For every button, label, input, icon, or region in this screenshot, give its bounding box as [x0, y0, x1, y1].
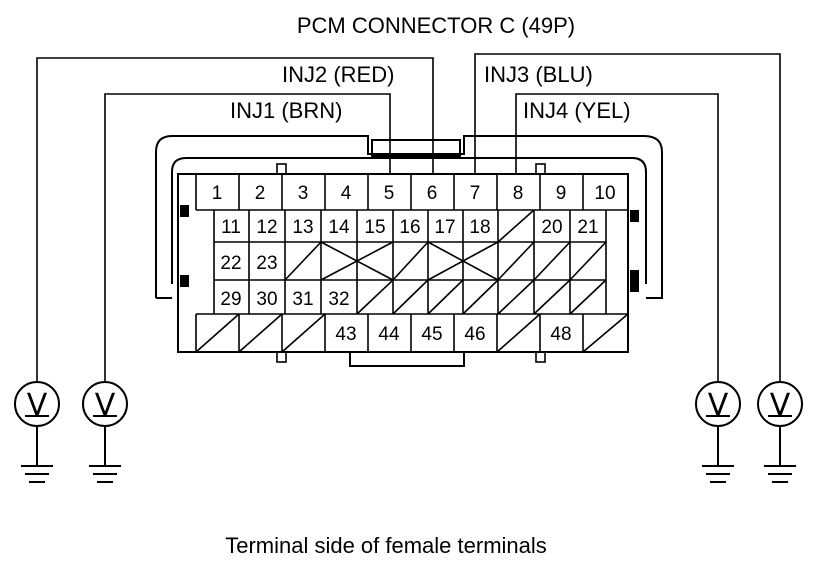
pin-label: 16 — [399, 217, 420, 238]
pin-label: 48 — [550, 324, 571, 345]
pin-label: 11 — [221, 217, 241, 238]
pin-grid — [195, 173, 629, 352]
pin-label: 15 — [364, 217, 385, 238]
pin-label: 21 — [577, 217, 598, 238]
pin-label: 9 — [556, 183, 567, 204]
pin-label: 17 — [434, 217, 455, 238]
pin-row-3: 22 23 — [220, 253, 277, 274]
voltmeter-icon: V — [82, 381, 128, 427]
pin-label: 20 — [541, 217, 562, 238]
pin-row-2: 11 12 13 14 15 16 17 18 20 21 — [221, 217, 598, 238]
svg-text:V: V — [27, 388, 48, 423]
wire-label-inj2: INJ2 (RED) — [282, 62, 394, 87]
connector-inner-ring — [171, 157, 647, 284]
pin-label: 13 — [292, 217, 313, 238]
connector-latch — [371, 139, 461, 157]
ground-icon — [764, 426, 796, 483]
blocked-cavities — [195, 209, 629, 353]
pin-label: 8 — [513, 183, 524, 204]
pin-label: 10 — [594, 183, 615, 204]
pin-label: 43 — [335, 324, 356, 345]
svg-text:V: V — [708, 388, 729, 423]
diagram-caption: Terminal side of female terminals — [225, 533, 547, 558]
key-notch-top-right — [535, 163, 546, 175]
pin-label: 44 — [378, 324, 400, 345]
key-tab-right-upper — [630, 210, 639, 222]
pin-label: 18 — [469, 217, 490, 238]
wire-label-inj1: INJ1 (BRN) — [230, 98, 342, 123]
ground-icon — [89, 426, 121, 483]
svg-text:V: V — [95, 388, 116, 423]
diagram-title: PCM CONNECTOR C (49P) — [297, 13, 575, 38]
pin-row-4: 29 30 31 32 — [220, 289, 349, 310]
ground-icon — [702, 426, 734, 483]
wire-label-inj4: INJ4 (YEL) — [523, 98, 631, 123]
pin-label: 31 — [292, 289, 313, 310]
wire-inj3 — [474, 53, 781, 382]
svg-text:V: V — [770, 388, 791, 423]
key-notch-top-left — [276, 163, 287, 175]
pin-label: 5 — [384, 183, 395, 204]
pin-label: 29 — [220, 289, 241, 310]
pin-label: 2 — [255, 183, 266, 204]
voltmeter-icon: V — [14, 381, 60, 427]
pin-label: 7 — [470, 183, 481, 204]
key-tab-right-lower — [630, 270, 639, 292]
wire-inj1 — [104, 93, 391, 382]
connector-hood — [155, 135, 663, 299]
pin-label: 22 — [220, 253, 241, 274]
wire-inj4 — [515, 93, 719, 382]
key-notch-bottom-right — [535, 351, 546, 363]
voltmeter-icon: V — [757, 381, 803, 427]
pin-label: 4 — [341, 183, 352, 204]
connector-bottom-lock — [349, 352, 465, 367]
ground-icon — [21, 426, 53, 483]
pin-label: 45 — [421, 324, 442, 345]
wire-label-inj3: INJ3 (BLU) — [484, 62, 593, 87]
pin-label: 14 — [328, 217, 350, 238]
pin-label: 30 — [256, 289, 277, 310]
pin-label: 3 — [298, 183, 309, 204]
pin-label: 12 — [256, 217, 277, 238]
pin-label: 6 — [427, 183, 438, 204]
pin-row-1: 1 2 3 4 5 6 7 8 9 10 — [212, 183, 616, 204]
pin-label: 32 — [328, 289, 349, 310]
pin-label: 46 — [464, 324, 485, 345]
wire-inj2 — [36, 57, 434, 382]
pin-row-5: 43 44 45 46 48 — [335, 324, 571, 345]
key-tab-left-lower — [180, 275, 189, 287]
pin-label: 1 — [212, 183, 223, 204]
pin-label: 23 — [256, 253, 277, 274]
key-notch-bottom-left — [276, 351, 287, 363]
key-tab-left-upper — [180, 205, 189, 217]
voltmeter-icon: V — [695, 381, 741, 427]
